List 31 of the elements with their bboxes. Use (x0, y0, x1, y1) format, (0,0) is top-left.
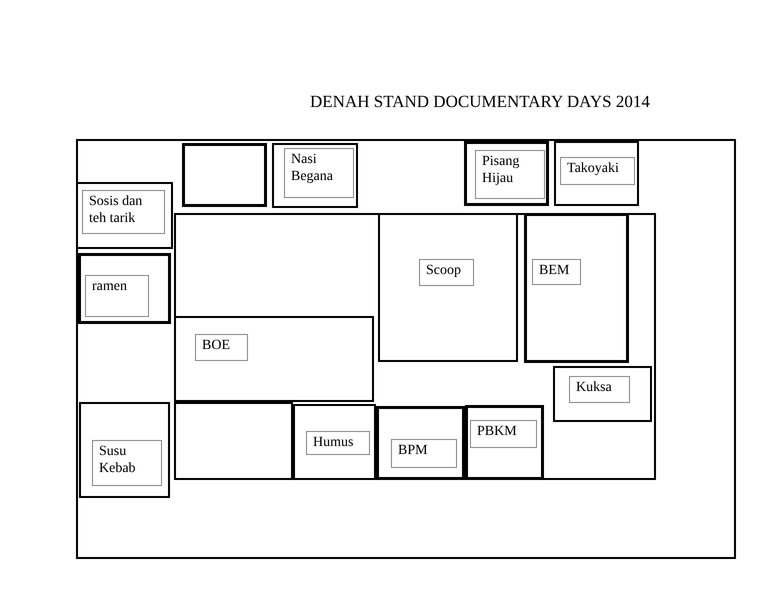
stand-name-label: Susu Kebab (92, 440, 162, 486)
stand-booth (553, 366, 652, 422)
stand-booth (554, 141, 639, 206)
hall-outline (76, 139, 736, 559)
stand-booth (76, 182, 173, 249)
stand-booth (376, 406, 465, 480)
stand-booth (378, 213, 518, 362)
stand-booth (79, 402, 170, 498)
stand-name-label: Kuksa (569, 376, 630, 403)
stand-block (174, 213, 656, 480)
stand-booth (464, 141, 549, 206)
stand-name-label: Nasi Begana (284, 148, 354, 198)
stand-name-label: Takoyaki (560, 157, 635, 185)
stand-name-label: BEM (532, 259, 581, 285)
stand-name-label: BOE (195, 334, 248, 361)
stand-booth (465, 405, 544, 480)
stand-booth (293, 404, 376, 480)
stand-name-label: Sosis dan teh tarik (82, 190, 165, 234)
stand-name-label: BPM (391, 439, 457, 468)
stand-booth (174, 316, 374, 402)
stand-booth (78, 253, 171, 324)
stand-booth (524, 213, 629, 363)
stand-name-label: PBKM (470, 420, 537, 448)
stand-name-label: Humus (306, 431, 370, 455)
stand-name-label: Scoop (419, 259, 474, 286)
diagram-title: DENAH STAND DOCUMENTARY DAYS 2014 (310, 91, 650, 113)
stand-booth (174, 402, 293, 480)
stand-name-label: Pisang Hijau (475, 150, 545, 199)
stand-booth (272, 143, 358, 208)
stand-name-label: ramen (85, 275, 149, 317)
stand-booth (182, 143, 267, 207)
